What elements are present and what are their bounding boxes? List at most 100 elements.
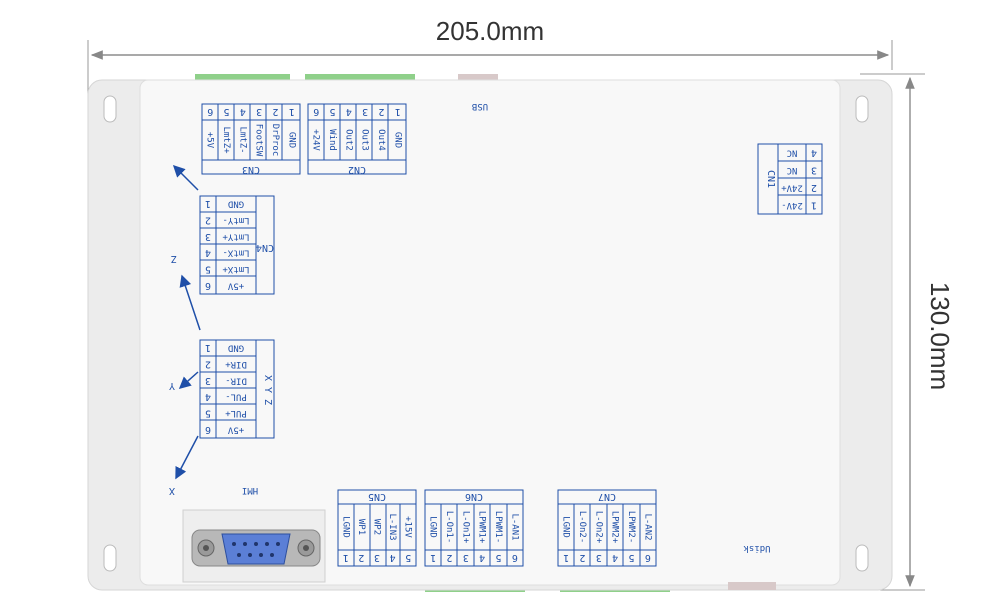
cn7-pin-signal: LGND (561, 516, 571, 538)
cn3-pin-number: 4 (240, 106, 246, 117)
cn6-pin-signal: LGND (428, 516, 438, 538)
cn7-pin-signal: L-On2+ (593, 511, 603, 544)
cn7-pin-number: 1 (563, 552, 569, 563)
cn3-pin-signal: GND (286, 132, 296, 148)
cn7-labels: CN7 1LGND2L-On2-3L-On2+4LPWM2+5LPWM2-6L-… (561, 491, 653, 563)
xyz-pin-signal: PUL+ (225, 408, 247, 418)
svg-text:CN6: CN6 (465, 491, 483, 502)
cn6-pin-signal: LPWM1- (493, 511, 503, 544)
cn4-pin-signal: LmtX- (222, 248, 249, 258)
cn1-pin-number: 3 (811, 164, 817, 175)
cn6-pin-signal: L-On1- (444, 511, 454, 544)
xyz-pin-signal: PUL- (225, 392, 247, 402)
cn5-pin-signal: WP2 (372, 519, 382, 535)
cn2-pin-signal: Out3 (360, 129, 370, 151)
cn5-pin-signal: +15V (403, 516, 413, 538)
connector-cn6 (424, 489, 524, 567)
connector-cn3 (201, 103, 301, 175)
xyz-pin-number: 2 (205, 358, 211, 369)
cn4-pin-signal: LmtX+ (222, 264, 250, 274)
cn2-pin-signal: GND (392, 132, 402, 148)
udisk-label: Udisk (743, 543, 771, 553)
cn1-pin-signal: 24V- (781, 200, 803, 210)
cn7-pin-number: 6 (645, 552, 651, 563)
xyz-pin-number: 5 (205, 407, 211, 418)
connector-cn4 (199, 195, 275, 295)
height-dimension: 130.0mm (860, 73, 955, 591)
cn1-pin-number: 4 (811, 147, 817, 158)
connector-cn1 (757, 143, 823, 215)
cn2-pin-number: 5 (329, 106, 335, 117)
svg-text:CN2: CN2 (348, 164, 366, 175)
cn6-pin-signal: L-On1+ (460, 511, 470, 544)
cn5-pin-signal: L-IN3 (387, 513, 397, 540)
cn2-pin-signal: Out2 (343, 129, 353, 151)
cn1-pin-number: 2 (811, 182, 817, 193)
cn1-pin-signal: 24V+ (781, 182, 803, 192)
svg-text:CN3: CN3 (242, 164, 260, 175)
cn5-pin-number: 2 (358, 552, 364, 563)
connector-cn5 (337, 489, 417, 567)
cn5-pin-signal: WP1 (356, 519, 366, 535)
cn5-pin-signal: LGND (340, 516, 350, 538)
svg-text:X Y Z: X Y Z (262, 375, 273, 405)
cn3-pin-signal: +5V (205, 132, 215, 149)
cn4-pin-number: 5 (205, 263, 211, 274)
controller-enclosure (87, 74, 893, 592)
cn2-pin-number: 1 (395, 106, 401, 117)
cn2-pin-signal: Wind (327, 129, 337, 151)
xyz-pin-number: 1 (205, 342, 211, 353)
svg-text:CN1: CN1 (765, 170, 776, 188)
cn5-pin-number: 1 (343, 552, 349, 563)
xyz-pin-signal: +5V (227, 424, 244, 434)
cn6-pin-signal: L-AN1 (509, 513, 519, 540)
cn7-pin-signal: L-On2- (577, 511, 587, 544)
cn3-pin-signal: LmtZ- (237, 126, 247, 153)
xyz-pin-signal: GND (228, 343, 244, 353)
axis-arrows (172, 164, 201, 480)
hmi-db9-connector (182, 509, 326, 583)
cn7-pin-signal: L-AN2 (642, 513, 652, 540)
cn2-pin-signal: +24V (311, 129, 321, 151)
cn7-pin-number: 4 (612, 552, 618, 563)
cn7-pin-signal: LPWM2- (626, 511, 636, 544)
cn1-pin-signal: NC (787, 147, 798, 157)
cn1-pin-number: 1 (811, 199, 817, 210)
cn4-pin-number: 2 (205, 214, 211, 225)
cn4-pin-number: 4 (205, 247, 211, 258)
cn7-pin-number: 5 (628, 552, 634, 563)
cn2-pin-number: 2 (378, 106, 384, 117)
xyz-pin-number: 6 (205, 424, 211, 435)
cn5-pin-number: 5 (405, 552, 411, 563)
axis-x-label: X (169, 485, 175, 496)
cn2-pin-number: 6 (313, 106, 319, 117)
cn3-pin-number: 6 (207, 106, 213, 117)
connector-cn2 (307, 103, 407, 175)
connector-cn7 (557, 489, 657, 567)
svg-text:CN4: CN4 (256, 242, 274, 253)
cn6-pin-number: 4 (479, 552, 485, 563)
cn3-pin-signal: LmtZ+ (221, 126, 231, 154)
cn6-pin-number: 1 (430, 552, 436, 563)
cn3-pin-number: 5 (223, 106, 229, 117)
cn6-pin-number: 5 (495, 552, 501, 563)
usb-label: USB (472, 101, 488, 111)
cn6-labels: CN6 1LGND2L-On1-3L-On1+4LPWM1+5LPWM1-6L-… (428, 491, 520, 563)
connector-xyz (199, 339, 275, 439)
cn4-pin-number: 1 (205, 198, 211, 209)
cn6-pin-signal: LPWM1+ (477, 511, 487, 544)
cn7-pin-signal: LPWM2+ (610, 511, 620, 544)
cn2-pin-number: 4 (346, 106, 352, 117)
cn1-pin-signal: NC (787, 165, 798, 175)
xyz-pin-number: 4 (205, 391, 211, 402)
cn5-pin-number: 4 (390, 552, 396, 563)
xyz-pin-number: 3 (205, 375, 211, 386)
cn3-pin-number: 2 (272, 106, 278, 117)
svg-text:CN5: CN5 (368, 491, 386, 502)
cn3-pin-number: 3 (256, 106, 262, 117)
cn4-pin-number: 6 (205, 280, 211, 291)
